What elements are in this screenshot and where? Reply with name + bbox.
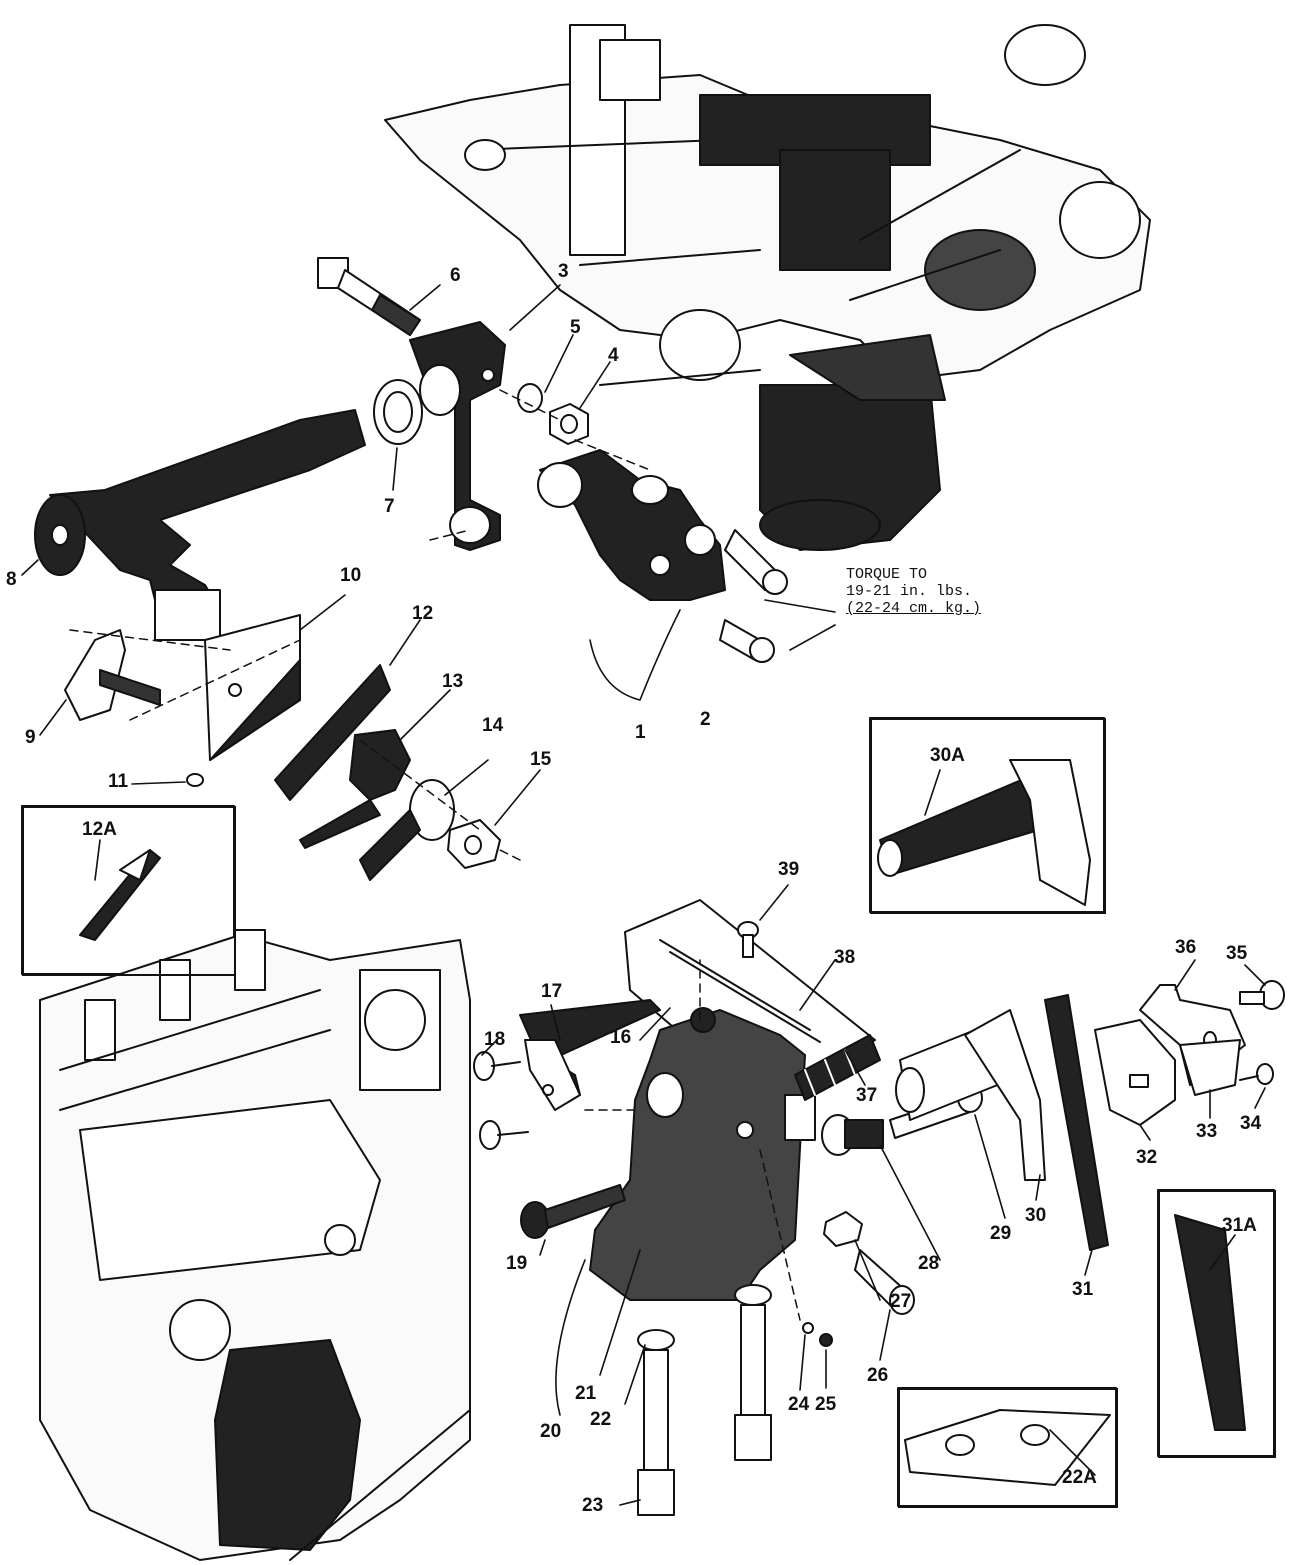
callout-28: 28: [918, 1253, 940, 1274]
callout-4: 4: [608, 345, 619, 366]
callout-24: 24: [788, 1394, 810, 1415]
callout-8: 8: [6, 569, 17, 590]
part-9-bracket: [64, 629, 161, 721]
part-2-screws: [719, 529, 788, 663]
inset-31a: [1158, 1190, 1276, 1458]
inset-22a: [898, 1388, 1118, 1508]
part-10-plate: [204, 614, 301, 761]
callout-29: 29: [990, 1223, 1012, 1244]
torque-note-line1: TORQUE TO: [846, 566, 928, 583]
part-4-nut: [549, 403, 589, 445]
callout-2: 2: [700, 709, 711, 730]
callout-16: 16: [610, 1027, 632, 1048]
part-35-screw: [1239, 980, 1285, 1010]
callout-26: 26: [867, 1365, 889, 1386]
part-32-plate: [1094, 1019, 1176, 1126]
callout-15: 15: [530, 749, 552, 770]
callout-6: 6: [450, 265, 461, 286]
inset-30a: [870, 718, 1106, 914]
assembly-guide-lines: [69, 389, 801, 1321]
part-12-blade: [274, 664, 391, 801]
callout-1: 1: [635, 722, 646, 743]
torque-note: TORQUE TO 19-21 in. lbs. (22-24 cm. kg.): [846, 566, 981, 617]
callout-27: 27: [890, 1291, 912, 1312]
callout-18: 18: [484, 1029, 506, 1050]
callout-25: 25: [815, 1394, 837, 1415]
callout-30: 30: [1025, 1205, 1047, 1226]
part-1-link-assembly: [537, 449, 726, 601]
callout-3: 3: [558, 261, 569, 282]
callout-31a: 31A: [1222, 1215, 1257, 1236]
part-11-screw: [186, 773, 204, 787]
part-14-washer: [359, 779, 455, 881]
part-21-block: [589, 1007, 816, 1301]
callout-22a: 22A: [1062, 1467, 1097, 1488]
lower-machine-assembly: [39, 929, 471, 1561]
part-3-bracket: [409, 321, 506, 551]
part-28-bushing: [821, 1114, 884, 1156]
callout-37: 37: [856, 1085, 878, 1106]
callout-34: 34: [1240, 1113, 1262, 1134]
callout-13: 13: [442, 671, 464, 692]
part-26-screw: [854, 1249, 915, 1315]
callout-12a: 12A: [82, 819, 117, 840]
part-39-screw: [737, 921, 759, 958]
inset-30a-box: [869, 717, 1105, 913]
callout-31: 31: [1072, 1279, 1094, 1300]
callout-leaders: [21, 284, 1266, 1506]
torque-note-line2: 19-21 in. lbs.: [846, 583, 973, 600]
callout-17: 17: [541, 981, 563, 1002]
inset-12a: [22, 806, 236, 976]
inset-12a-box: [21, 805, 235, 975]
callout-35: 35: [1226, 943, 1248, 964]
part-5-washer: [517, 383, 543, 413]
part-19-screw: [520, 1184, 626, 1239]
callout-30a: 30A: [930, 745, 965, 766]
part-33-plate: [1179, 1039, 1241, 1096]
inset-31a-box: [1157, 1189, 1275, 1457]
part-13-holder: [299, 729, 411, 849]
callout-32: 32: [1136, 1147, 1158, 1168]
callout-36: 36: [1175, 937, 1197, 958]
inset-22a-box: [897, 1387, 1117, 1507]
part-25-ball: [819, 1333, 833, 1347]
part-6-screw: [317, 257, 421, 336]
callout-39: 39: [778, 859, 800, 880]
callout-12: 12: [412, 603, 434, 624]
callout-33: 33: [1196, 1121, 1218, 1142]
part-7-washer: [373, 379, 423, 445]
callout-22: 22: [590, 1409, 612, 1430]
callout-19: 19: [506, 1253, 528, 1274]
callout-5: 5: [570, 317, 581, 338]
callout-20: 20: [540, 1421, 562, 1442]
part-27-nut: [823, 1211, 863, 1247]
callout-11: 11: [108, 771, 129, 792]
part-31-blade: [1044, 994, 1109, 1251]
callout-14: 14: [482, 715, 504, 736]
callout-23: 23: [582, 1495, 604, 1516]
part-18-screws: [473, 1051, 529, 1150]
torque-note-line3: (22-24 cm. kg.): [846, 600, 982, 617]
part-30-bracket: [895, 1009, 1046, 1181]
part-8-lever: [34, 409, 366, 641]
part-15-nut: [447, 819, 501, 869]
callout-9: 9: [25, 727, 36, 748]
part-24-pin: [802, 1322, 814, 1334]
callout-10: 10: [340, 565, 362, 586]
upper-machine-assembly: [384, 24, 1151, 551]
callout-38: 38: [834, 947, 856, 968]
part-34-screw: [1239, 1063, 1274, 1085]
callout-21: 21: [575, 1383, 597, 1404]
part-23-screws: [637, 1304, 772, 1516]
callout-7: 7: [384, 496, 395, 517]
